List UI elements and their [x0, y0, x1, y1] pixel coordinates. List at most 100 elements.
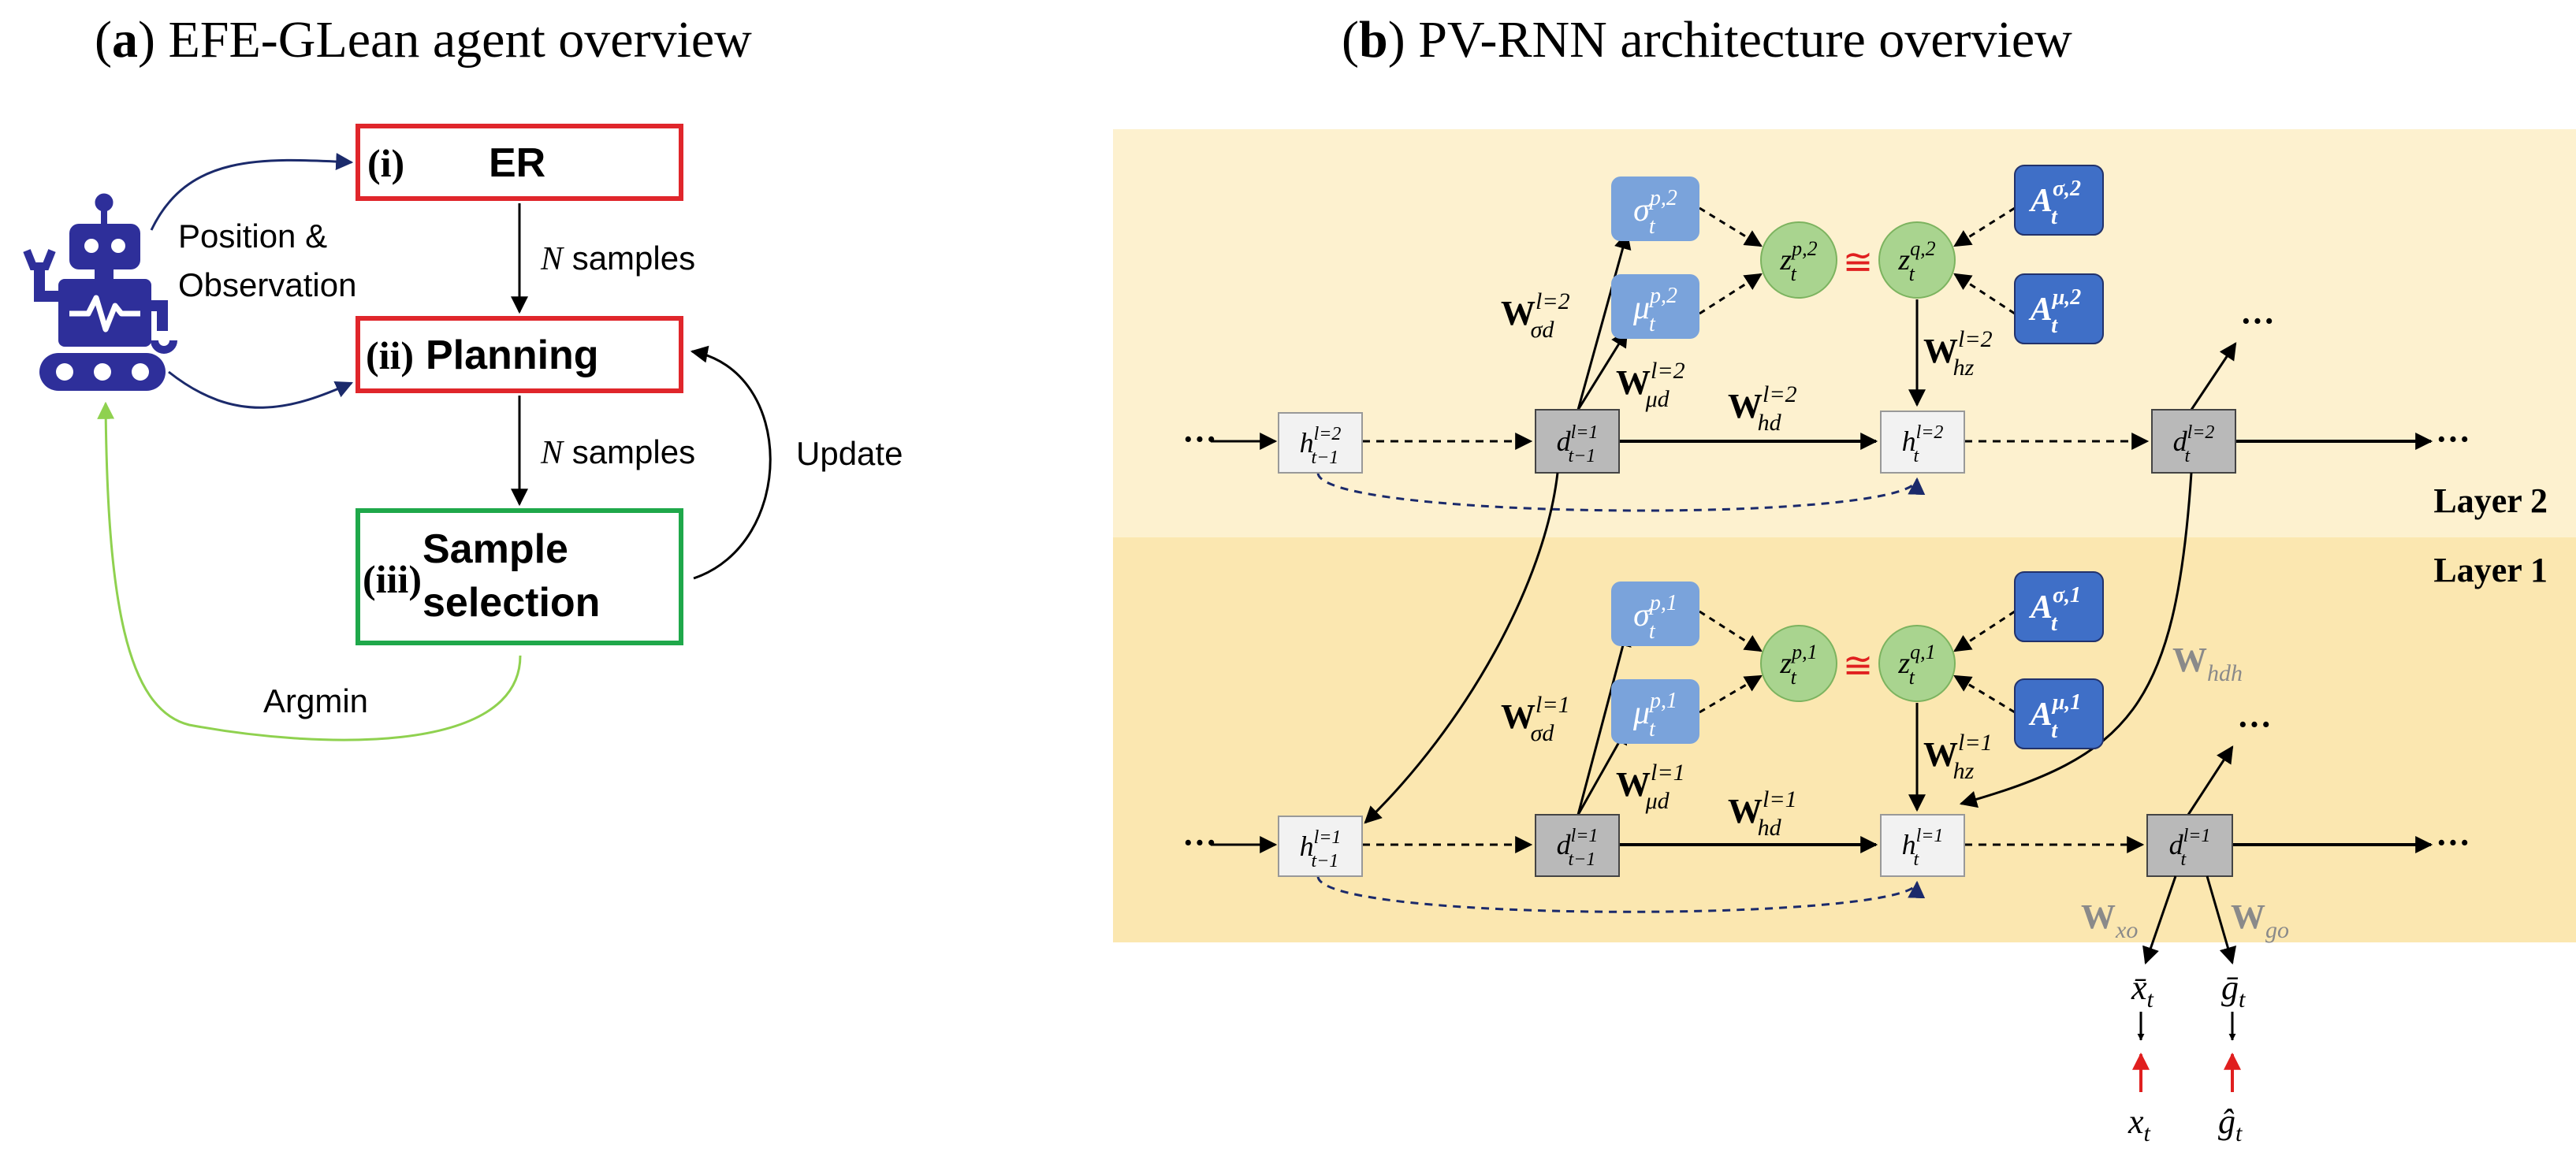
l1-sigma-to-z-arrow [1699, 610, 1763, 652]
panel-b-title: (b) PV-RNN architecture overview [1342, 11, 2072, 69]
argmin-label: Argmin [263, 682, 368, 719]
planning-box-label: Planning [426, 333, 599, 378]
l2-ellipsis-right: ··· [2436, 420, 2470, 459]
layer1-label: Layer 1 [2433, 551, 2548, 589]
argmin-arrow [97, 401, 522, 741]
l1-ellipsis-left: ··· [1182, 823, 1217, 862]
l2-d-prev-node [1535, 409, 1620, 474]
l1-d-prev-node [1535, 814, 1620, 877]
panel-b: (b) PV-RNN architecture overview Layer 2… [1113, 11, 2576, 1146]
x-label: xt [2127, 1102, 2151, 1146]
l2-d-to-sigma-arrow [1576, 231, 1632, 411]
l2-d-to-l1-h-arrow [1364, 472, 1559, 824]
planning-box [356, 316, 683, 393]
n-samples-label-2: N samples [540, 433, 695, 471]
er-box-label: ER [489, 140, 545, 186]
W-xo-arrow [2142, 875, 2177, 965]
l2-approx-symbol: ≅ [1843, 241, 1874, 282]
l2-d-t-node [2151, 409, 2236, 474]
er-box [356, 124, 683, 201]
l2-A-mu-node [2014, 273, 2104, 344]
l2-h-prev-node [1278, 412, 1363, 474]
l2-sigma-prior-node [1611, 176, 1699, 241]
output-group: Wxo Wgo x̄t ḡt xt ĝt [2081, 875, 2289, 1146]
l2-dt-up-arrow [2190, 342, 2237, 411]
selection-box-label-2: selection [423, 580, 600, 626]
l1-ellipsis-up: ··· [2237, 705, 2272, 744]
l2-z-posterior-node [1878, 221, 1956, 299]
l1-A-sigma-node [2014, 571, 2104, 642]
l1-h-prev-node [1278, 816, 1363, 877]
er-box-number: (i) [367, 141, 404, 185]
l1-dt-up-arrow [2187, 745, 2234, 816]
l1-skip-arrow [1316, 875, 1925, 913]
l2-mu-to-z-arrow [1699, 273, 1763, 315]
W-hdh-label: Whdh [2172, 641, 2243, 686]
n-samples-label-1: N samples [540, 240, 695, 277]
l2-ellipsis-up: ··· [2240, 302, 2275, 340]
l1-mu-prior-node [1611, 679, 1699, 744]
panel-a: (a) EFE-GLean agent overview Position & … [23, 11, 903, 741]
robot-to-planning-arrow [168, 370, 354, 409]
robot-icon [23, 193, 177, 391]
robot-to-er-arrow [150, 152, 354, 231]
observation-label: Observation [178, 266, 356, 303]
l1-z-posterior-node [1878, 625, 1956, 702]
l1-h-t-node [1880, 814, 1965, 877]
l1-A-mu-node [2014, 678, 2104, 749]
panel-a-title: (a) EFE-GLean agent overview [95, 11, 752, 69]
l2-ellipsis-left: ··· [1182, 420, 1217, 459]
layer2-label: Layer 2 [2433, 481, 2548, 520]
selection-box-number: (iii) [363, 557, 422, 601]
selection-box-label-1: Sample [423, 526, 568, 572]
l1-d-t-node [2146, 814, 2233, 877]
l2-skip-arrow [1316, 472, 1926, 512]
W-go-label: Wgo [2231, 897, 2289, 943]
l2-d-to-l1-h-hdh-arrow [1959, 472, 2193, 808]
planning-box-number: (ii) [366, 333, 414, 377]
l1-ellipsis-right: ··· [2436, 823, 2470, 862]
selection-box [356, 508, 683, 645]
l2-d-to-mu-arrow [1576, 329, 1629, 411]
l2-mu-prior-node [1611, 274, 1699, 339]
l1-Asigma-to-z-arrow [1953, 610, 2016, 652]
g-hat-label: ĝt [2218, 1102, 2243, 1146]
l2-z-prior-node [1760, 221, 1837, 299]
l1-d-to-sigma-arrow [1576, 628, 1632, 816]
x-bar-label: x̄t [2131, 968, 2154, 1013]
layer1-background [1113, 537, 2576, 942]
l2-Amu-to-z-arrow [1953, 273, 2016, 315]
l1-sigma-prior-node [1611, 582, 1699, 646]
g-bar-label: ḡt [2221, 968, 2246, 1013]
update-arrow [690, 345, 772, 580]
l2-h-t-node [1880, 411, 1965, 474]
